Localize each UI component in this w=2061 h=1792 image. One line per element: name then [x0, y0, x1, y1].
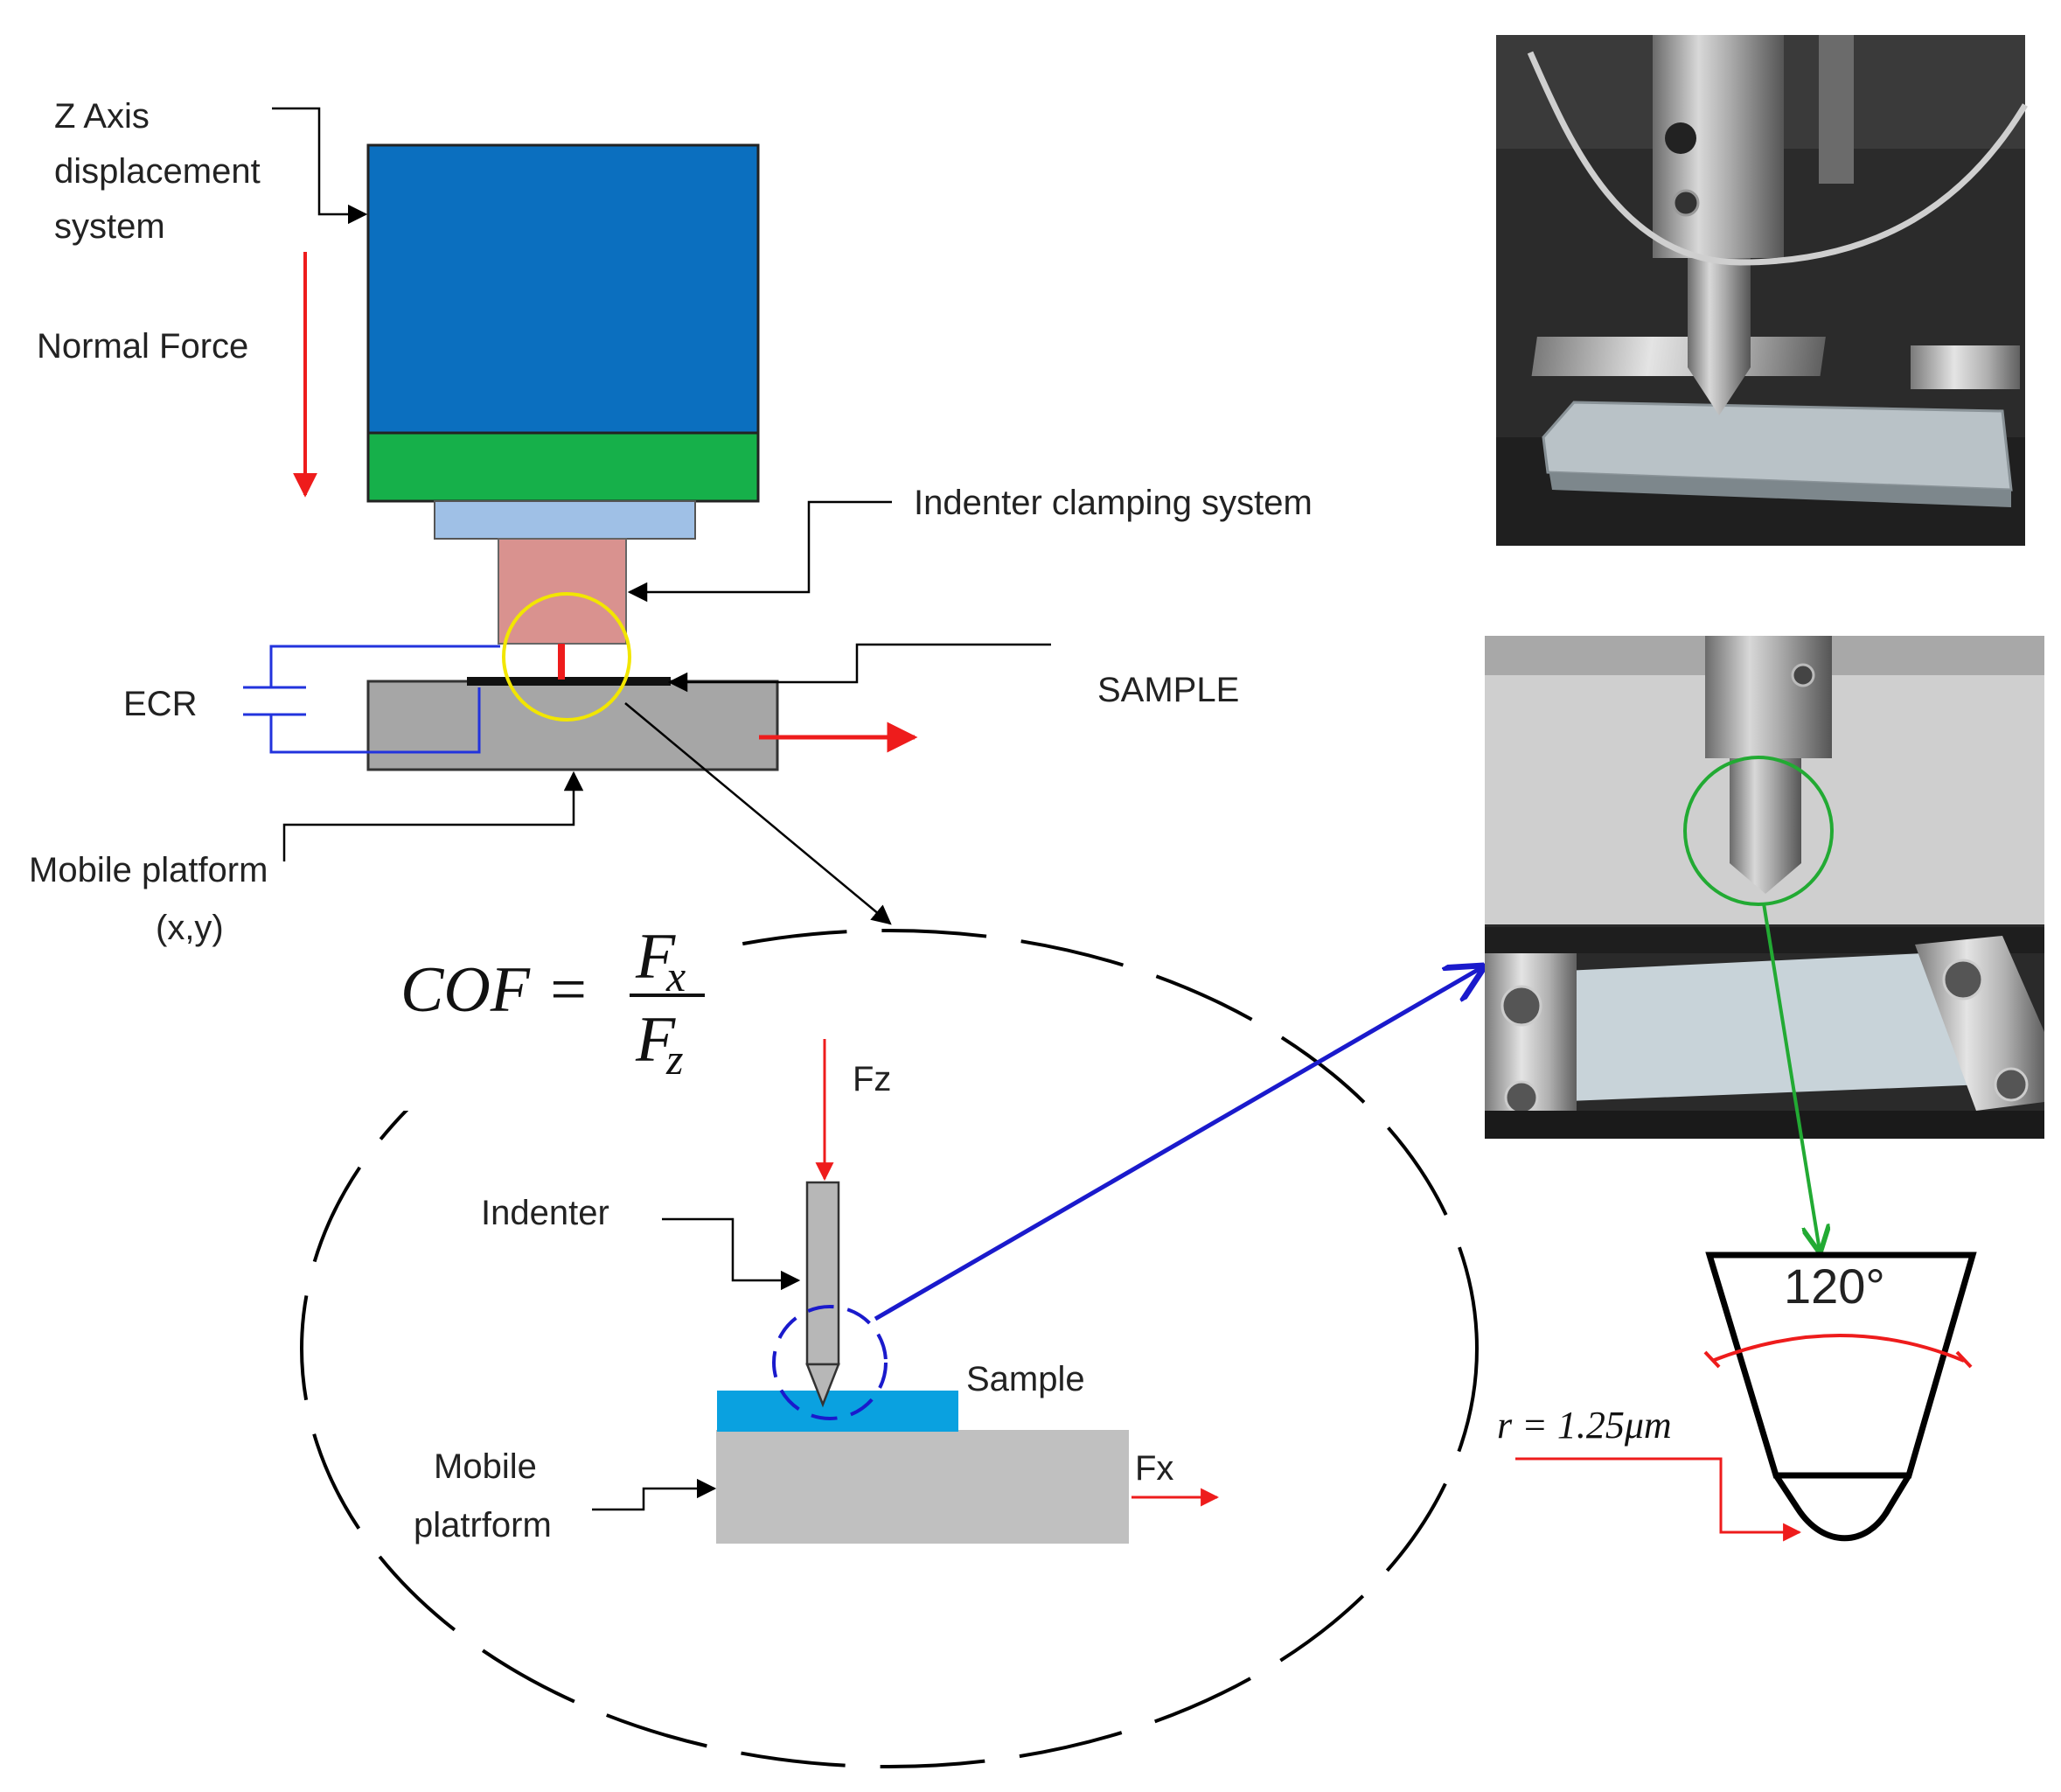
zoomed-contact	[592, 1039, 1220, 1544]
angle-label: 120°	[1784, 1259, 1885, 1314]
radius-label: r = 1.25μm	[1497, 1404, 1672, 1447]
z-axis-leader	[272, 107, 368, 225]
light-blue-plate	[434, 500, 696, 540]
tip-rounded-end	[1773, 1474, 1911, 1542]
equation-lhs: COF =	[400, 954, 589, 1026]
z-axis-label-line1: Z Axis	[54, 97, 150, 136]
sample-label: Sample	[966, 1360, 1085, 1398]
platform-leader	[282, 770, 584, 861]
fx-label: Fx	[1135, 1449, 1173, 1488]
zoom-pointer	[624, 702, 892, 925]
zoom-sample	[717, 1391, 958, 1432]
machine-schematic	[243, 107, 1051, 925]
mobile-platform-block	[366, 680, 779, 771]
ecr-label: ECR	[123, 685, 197, 723]
tip-zoom-circle	[772, 1305, 888, 1420]
z-axis-label-line3: system	[54, 207, 165, 246]
cof-equation: COF = F x F z	[385, 921, 726, 1111]
sample-leader	[667, 643, 1051, 693]
photo-indenter-mid	[1485, 636, 2044, 1139]
z-axis-label-line2: displacement	[54, 152, 261, 191]
mobile-platform-label-line1: Mobile platform	[29, 851, 268, 889]
contact-zone-circle	[502, 592, 631, 722]
indenter-tip-red	[558, 644, 565, 680]
zoom-indenter-tip	[805, 1363, 840, 1408]
green-stage	[366, 431, 760, 503]
indenter-holder	[498, 538, 627, 645]
tip-geometry: 120° r = 1.25μm	[1497, 1252, 1977, 1542]
angle-arc	[1711, 1334, 1965, 1363]
equation-numerator-sub: x	[665, 952, 686, 1001]
mobile-platform-label-line2: (x,y)	[156, 909, 224, 947]
z-axis-block	[366, 143, 760, 435]
mobile-platrform-label-line2: platrform	[414, 1506, 552, 1544]
normal-force-label: Normal Force	[37, 327, 248, 366]
mobile-platrform-leader	[592, 1478, 717, 1511]
mobile-platrform-label-line1: Mobile	[434, 1447, 537, 1486]
tip-to-photo-pointer	[874, 967, 1482, 1321]
zoom-mobile-platform	[716, 1430, 1129, 1544]
zoom-ellipse	[300, 929, 1479, 1768]
clamping-leader	[627, 500, 892, 603]
zoom-indenter-shaft	[805, 1181, 840, 1366]
indenter-label: Indenter	[481, 1194, 609, 1232]
sample-layer	[467, 677, 671, 686]
photo-indenter-top	[1496, 35, 2029, 546]
photo-tip-circle	[1683, 756, 1834, 906]
sample-upper-label: SAMPLE	[1097, 671, 1239, 709]
equation-denominator: F	[635, 1004, 676, 1076]
indenter-leader	[662, 1217, 801, 1291]
indenter-clamping-label: Indenter clamping system	[914, 484, 1312, 522]
ecr-circuit	[243, 645, 500, 754]
radius-pointer	[1515, 1457, 1802, 1542]
fz-label: Fz	[853, 1060, 891, 1098]
equation-numerator: F	[635, 921, 676, 993]
green-arrow	[1762, 903, 1820, 1251]
equation-denominator-sub: z	[665, 1035, 683, 1084]
